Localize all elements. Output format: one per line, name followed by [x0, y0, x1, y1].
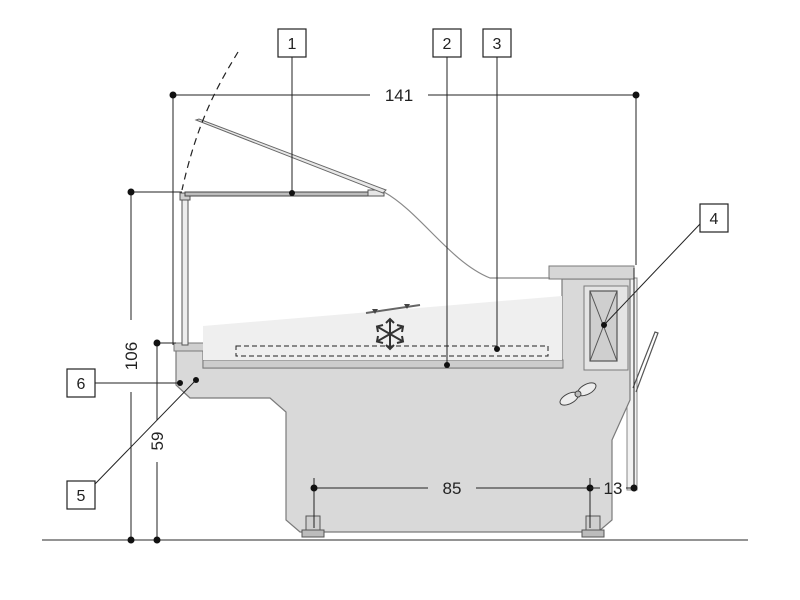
- snowflake-icon: [375, 317, 405, 351]
- lid-swing-arc: [181, 51, 239, 191]
- dimension-counter-height: 59: [148, 339, 176, 544]
- callout-6: 6: [66, 368, 183, 398]
- dimension-overall-width: 141: [169, 86, 640, 345]
- cold-air-zone: [203, 296, 562, 360]
- display-deck: [202, 359, 564, 369]
- front-counter-lip: [173, 342, 205, 352]
- rear-door: [632, 331, 659, 393]
- raised-glass-lid: [194, 118, 387, 194]
- top-glass-shelf: [184, 191, 384, 197]
- svg-text:2: 2: [443, 36, 452, 53]
- svg-text:3: 3: [493, 36, 502, 53]
- dimension-label-counter-height: 59: [148, 432, 167, 451]
- light-marker-b: [404, 304, 410, 309]
- dimension-label-base-width: 85: [443, 479, 462, 498]
- dimension-total-height: 106: [122, 188, 182, 544]
- light-marker-a: [372, 309, 378, 314]
- dimension-foot-offset: 13: [590, 268, 638, 498]
- svg-text:5: 5: [77, 488, 86, 505]
- curved-rear-glass: [383, 191, 550, 279]
- callout-1: 1: [277, 28, 307, 196]
- front-foot: [301, 515, 325, 538]
- callout-4: 4: [601, 203, 729, 328]
- rear-top-cap: [548, 265, 635, 280]
- dimension-base-width: 85: [310, 478, 594, 528]
- callout-2: 2: [432, 28, 462, 368]
- dimension-label-foot-offset: 13: [604, 479, 623, 498]
- callout-5: 5: [66, 377, 199, 510]
- dimension-label-overall-width: 141: [385, 86, 413, 105]
- svg-text:4: 4: [710, 211, 719, 228]
- svg-text:1: 1: [288, 36, 297, 53]
- callout-3: 3: [482, 28, 512, 352]
- dimension-label-total-height: 106: [122, 342, 141, 370]
- front-glass-post: [181, 196, 189, 346]
- svg-text:6: 6: [77, 376, 86, 393]
- fan-icon: [559, 382, 597, 406]
